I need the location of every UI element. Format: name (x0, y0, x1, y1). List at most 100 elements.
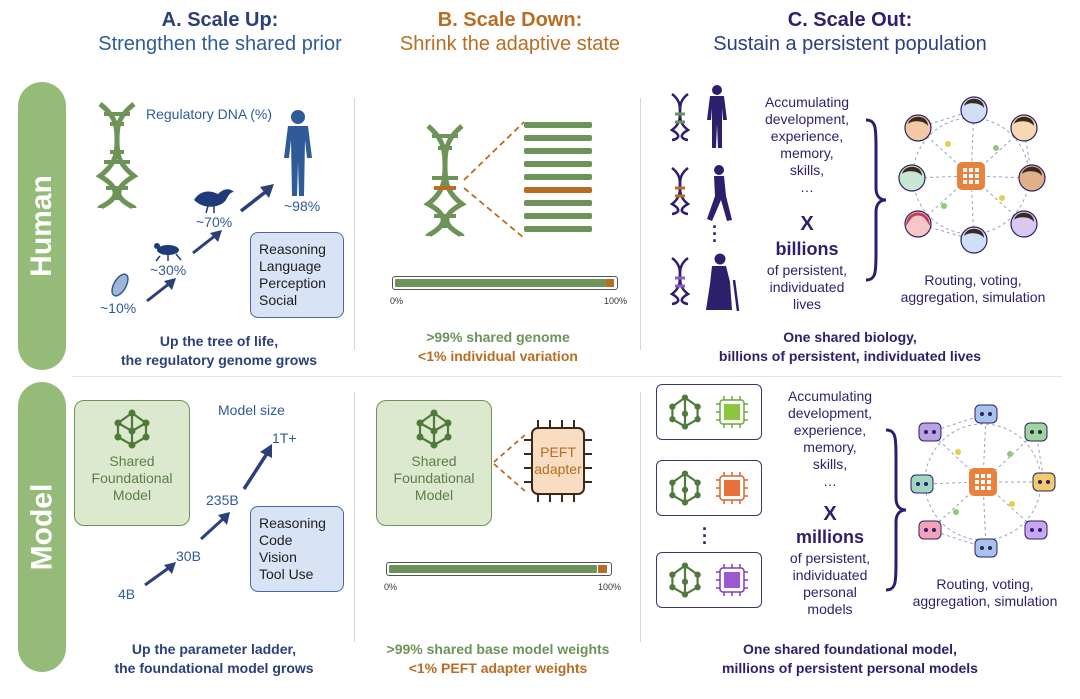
adult-person-icon (707, 85, 727, 148)
capability-item: Reasoning (259, 241, 326, 257)
row-divider (72, 376, 1062, 377)
times-symbol: X (823, 503, 837, 525)
shared-fill (389, 565, 597, 573)
point-10-label: ~10% (100, 300, 137, 316)
size-235b-label: 235B (206, 492, 239, 508)
human-a-caption: Up the tree of life, the regulatory geno… (120, 333, 318, 368)
regulatory-dna-label: Regulatory DNA (%) (146, 106, 273, 122)
point-98-label: ~98% (284, 198, 321, 214)
bacterium-icon (111, 273, 129, 297)
human-shared-genome-bar (392, 276, 618, 290)
shared-foundational-model-box: Shared Foundational Model (376, 400, 492, 526)
bird-icon (194, 189, 234, 214)
column-divider (640, 98, 641, 350)
human-tail-text: of persistent, individuated lives (766, 262, 848, 312)
column-b-subtitle: Shrink the adaptive state (399, 33, 621, 55)
growth-arrow-icon (199, 512, 230, 541)
dna-icon (95, 102, 139, 210)
capability-item: Tool Use (259, 566, 314, 582)
adapter-link-icon (493, 433, 527, 493)
dna-icon (669, 167, 691, 216)
growth-arrow-icon (242, 444, 272, 490)
column-b-title: B. Scale Down: (437, 9, 583, 31)
model-size-label: Model size (218, 402, 285, 418)
walking-person-icon (707, 165, 732, 221)
model-accumulating-text: Accumulating development, experience, me… (787, 388, 873, 489)
ellipsis-vertical: ··· (702, 519, 708, 553)
column-divider (354, 98, 355, 350)
zoom-lines-icon (463, 121, 525, 239)
column-b-header: B. Scale Down: Shrink the adaptive state (360, 8, 660, 56)
capability-item: Perception (259, 275, 326, 291)
dna-icon (669, 257, 691, 306)
human-count-word: billions (775, 239, 839, 259)
row-label-model: Model (18, 382, 66, 672)
size-1t-label: 1T+ (272, 430, 297, 446)
column-a-header: A. Scale Up: Strengthen the shared prior (60, 8, 380, 56)
network-icon (114, 409, 150, 449)
chip-icon (524, 420, 592, 502)
capability-item: Language (259, 258, 322, 274)
human-c-caption: One shared biology, billions of persiste… (718, 329, 982, 364)
column-c-header: C. Scale Out: Sustain a persistent popul… (660, 8, 1040, 56)
personal-model-box (656, 552, 762, 608)
capability-item: Code (259, 532, 293, 548)
size-4b-label: 4B (118, 586, 136, 602)
individual-fill (606, 279, 614, 287)
model-tail-text: of persistent, individuated personal mod… (789, 550, 871, 617)
growth-arrow-icon (192, 230, 222, 255)
column-a-title: A. Scale Up: (161, 9, 279, 31)
shared-foundational-model-box: Shared Foundational Model (74, 400, 190, 526)
column-c-title: C. Scale Out: (787, 9, 913, 31)
growth-arrow-icon (146, 278, 176, 303)
chip-icon (716, 472, 748, 504)
size-30b-label: 30B (176, 548, 201, 564)
column-a-subtitle: Strengthen the shared prior (98, 33, 342, 55)
dna-icon (423, 124, 467, 238)
adapter-fill (598, 565, 607, 573)
human-b-caption: >99% shared genome <1% individual variat… (418, 329, 578, 364)
human-capabilities-box: Reasoning Language Perception Social (250, 232, 344, 318)
column-divider (354, 392, 355, 642)
capability-item: Social (259, 292, 298, 308)
growth-arrow-icon (239, 184, 274, 213)
model-routing-text: Routing, voting, aggregation, simulation (912, 576, 1058, 609)
bar-start-label: 0% (390, 296, 404, 306)
column-divider (640, 392, 641, 642)
row-label-human: Human (18, 82, 66, 370)
capability-item: Vision (259, 549, 297, 565)
model-capabilities-box: Reasoning Code Vision Tool Use (250, 506, 344, 592)
dna-icon (669, 93, 691, 142)
column-c-subtitle: Sustain a persistent population (713, 33, 987, 55)
personal-model-box (656, 384, 762, 440)
peft-adapter-label: PEFT adapter (534, 444, 582, 477)
point-70-label: ~70% (196, 214, 233, 230)
human-accumulating-text: Accumulating development, experience, me… (764, 94, 850, 195)
curly-brace-icon (885, 428, 907, 592)
bar-end-label: 100% (598, 582, 622, 592)
human-routing-text: Routing, voting, aggregation, simulation (900, 272, 1046, 305)
network-icon (669, 470, 701, 506)
ellipsis-vertical: ··· (712, 217, 718, 251)
network-icon (416, 409, 452, 449)
model-b-caption: >99% shared base model weights <1% PEFT … (386, 641, 610, 676)
model-shared-weights-bar (386, 562, 612, 576)
growth-arrow-icon (144, 562, 176, 587)
shared-fill (395, 279, 606, 287)
insect-icon (154, 243, 182, 262)
human-population-network (898, 96, 1046, 254)
chip-icon (716, 396, 748, 428)
point-30-label: ~30% (150, 262, 187, 278)
bar-end-label: 100% (604, 296, 628, 306)
genome-stripes-icon (524, 122, 592, 232)
human-figure-icon (284, 110, 312, 196)
network-icon (669, 394, 701, 430)
capability-item: Reasoning (259, 515, 326, 531)
personal-model-box (656, 460, 762, 516)
model-count-word: millions (795, 527, 864, 547)
model-c-caption: One shared foundational model, millions … (722, 641, 978, 676)
curly-brace-icon (865, 118, 887, 282)
network-icon (669, 562, 701, 598)
model-a-caption: Up the parameter ladder, the foundationa… (114, 641, 314, 676)
model-population-network (910, 404, 1056, 558)
